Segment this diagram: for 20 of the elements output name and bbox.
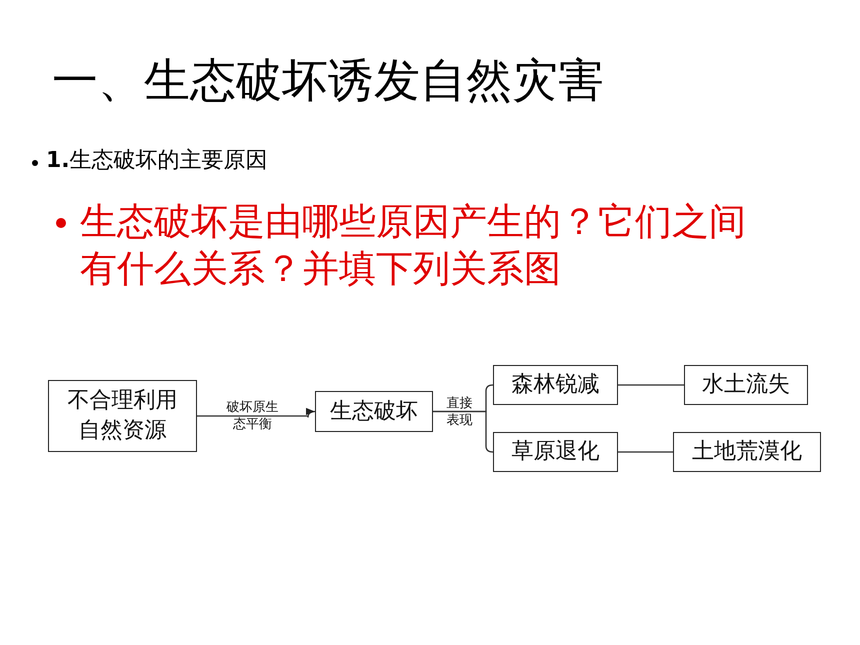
arrow — [197, 408, 316, 418]
box-text: 草原退化 — [512, 438, 600, 466]
question-text: 生态破坏是由哪些原因产生的？它们之间有什么关系？并填下列关系图 — [80, 199, 747, 292]
text-box — [48, 380, 197, 452]
title: 一、生态破坏诱发自然灾害 — [52, 52, 604, 109]
box-text: 土地荒漠化 — [692, 438, 802, 466]
box-text: 水土流失 — [702, 371, 790, 399]
connector-line — [618, 384, 684, 386]
text-box — [315, 391, 433, 432]
text-box — [684, 365, 808, 405]
subheading: 1.生态破坏的主要原因 — [46, 147, 268, 175]
box-text: 不合理利用自然资源 — [66, 387, 178, 445]
box-text: 生态破坏 — [330, 398, 418, 426]
text-box — [493, 432, 618, 472]
text-box — [493, 365, 618, 405]
text-box — [673, 432, 821, 472]
edge-label: 直接表现 — [446, 394, 474, 428]
connector-line — [618, 451, 673, 453]
box-text: 森林锐减 — [512, 371, 600, 399]
edge-label: 破坏原生态平衡 — [225, 399, 280, 433]
